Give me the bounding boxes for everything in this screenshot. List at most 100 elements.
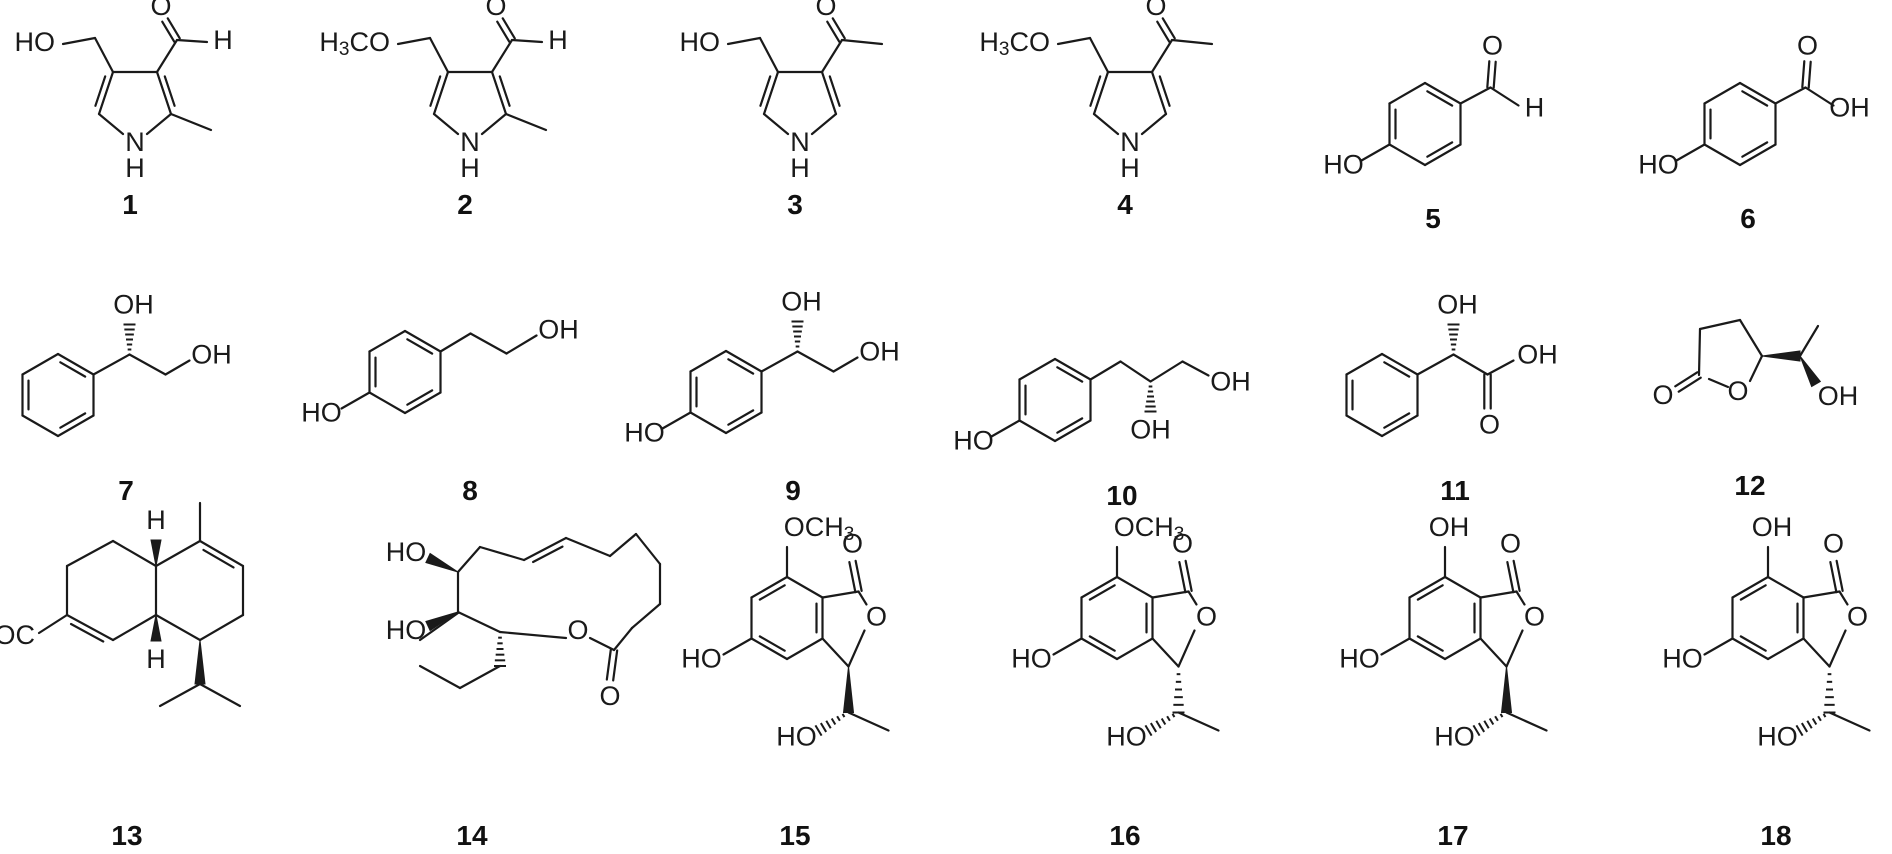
compound-number: 15 xyxy=(779,820,810,851)
atom-label: O xyxy=(1823,529,1844,559)
atom-label: H xyxy=(146,505,166,535)
atom-label: HOOC xyxy=(0,620,35,650)
compound-number: 6 xyxy=(1740,203,1756,234)
atom-label: N xyxy=(1120,127,1140,157)
atom-label: HO xyxy=(776,722,817,752)
compound-12: O O OH 12 xyxy=(1652,318,1859,501)
atom-label: O xyxy=(150,0,171,21)
atom-label: HO xyxy=(301,398,342,428)
compound-10: OH OH HO 10 xyxy=(953,357,1251,511)
atom-label: HO xyxy=(1638,150,1679,180)
atom-label: H xyxy=(460,153,480,183)
compound-number: 7 xyxy=(118,475,134,506)
compound-5: O H HO 5 xyxy=(1323,31,1544,234)
atom-label: O xyxy=(1482,31,1503,61)
compound-number: 12 xyxy=(1734,470,1765,501)
atom-label: OH xyxy=(1818,381,1859,411)
atom-label: H3CO xyxy=(319,27,390,60)
atom-label: O xyxy=(1847,602,1868,632)
compound-number: 13 xyxy=(111,820,142,851)
atom-label: O xyxy=(815,0,836,21)
compound-number: 5 xyxy=(1425,203,1441,234)
atom-label: OCH3 xyxy=(1114,512,1185,545)
compound-7: OH OH 7 xyxy=(21,290,232,506)
atom-label: O xyxy=(1479,410,1500,440)
compound-number: 16 xyxy=(1109,820,1140,851)
atom-label: HO xyxy=(1434,722,1475,752)
atom-label: H xyxy=(790,153,810,183)
atom-label: H3CO xyxy=(979,27,1050,60)
atom-label: H xyxy=(213,25,233,55)
atom-label: HO xyxy=(953,426,994,456)
atom-label: HO xyxy=(624,418,665,448)
atom-label: HO xyxy=(386,537,427,567)
compound-number: 8 xyxy=(462,475,478,506)
atom-label: O xyxy=(1727,376,1748,406)
compound-18: O O OH HO HO 18 xyxy=(1662,512,1871,851)
atom-label: O xyxy=(1500,529,1521,559)
compound-3: NH HO O 3 xyxy=(680,0,884,220)
compound-6: O OH HO 6 xyxy=(1638,31,1870,234)
compound-number: 17 xyxy=(1437,820,1468,851)
atom-label: HO xyxy=(15,27,56,57)
compound-13: H H HOOC 13 xyxy=(0,501,245,851)
compound-number: 10 xyxy=(1106,480,1137,511)
atom-label: OH xyxy=(859,337,900,367)
atom-label: H xyxy=(125,153,145,183)
atom-label: HO xyxy=(386,615,427,645)
atom-label: OH xyxy=(1517,340,1558,370)
atom-label: O xyxy=(1797,31,1818,61)
atom-label: HO xyxy=(1106,722,1147,752)
atom-label: N xyxy=(460,127,480,157)
atom-label: O xyxy=(842,529,863,559)
atom-label: N xyxy=(125,127,145,157)
compound-9: OH OH HO 9 xyxy=(624,287,900,506)
atom-label: N xyxy=(790,127,810,157)
compound-number: 14 xyxy=(456,820,488,851)
atom-label: OCH3 xyxy=(784,512,855,545)
compound-number: 1 xyxy=(122,189,138,220)
compound-number: 4 xyxy=(1117,189,1133,220)
atom-label: OH xyxy=(1829,93,1870,123)
compound-4: NH H3CO O 4 xyxy=(979,0,1214,220)
compound-number: 18 xyxy=(1760,820,1791,851)
atom-label: OH xyxy=(113,290,154,320)
atom-label: HO xyxy=(681,644,722,674)
atom-label: O xyxy=(1145,0,1166,21)
atom-label: HO xyxy=(680,27,721,57)
atom-label: OH xyxy=(538,315,579,345)
atom-label: H xyxy=(1525,93,1545,123)
atom-label: O xyxy=(1652,380,1673,410)
atom-label: O xyxy=(567,615,588,645)
atom-label: OH xyxy=(1210,367,1251,397)
compound-11: OH OH O 11 xyxy=(1345,290,1558,506)
compound-8: OH HO 8 xyxy=(301,315,579,506)
atom-label: H xyxy=(548,25,568,55)
compound-number: 9 xyxy=(785,475,801,506)
compound-number: 2 xyxy=(457,189,473,220)
atom-label: OH xyxy=(1437,290,1478,320)
atom-label: OH xyxy=(1752,512,1793,542)
compound-number: 3 xyxy=(787,189,803,220)
atom-label: OH xyxy=(1130,415,1171,445)
atom-label: O xyxy=(1524,602,1545,632)
atom-label: O xyxy=(599,681,620,711)
atom-label: H xyxy=(146,644,166,674)
atom-label: HO xyxy=(1662,644,1703,674)
atom-label: O xyxy=(866,602,887,632)
atom-label: OH xyxy=(781,287,822,317)
atom-label: H xyxy=(1120,153,1140,183)
atom-label: HO xyxy=(1323,150,1364,180)
compound-number: 11 xyxy=(1440,475,1470,506)
atom-label: HO xyxy=(1757,722,1798,752)
atom-label: O xyxy=(485,0,506,21)
atom-label: OH xyxy=(1429,512,1470,542)
atom-label: OH xyxy=(191,340,232,370)
atom-label: O xyxy=(1196,602,1217,632)
compound-14: HO HO O O 14 xyxy=(386,532,662,851)
